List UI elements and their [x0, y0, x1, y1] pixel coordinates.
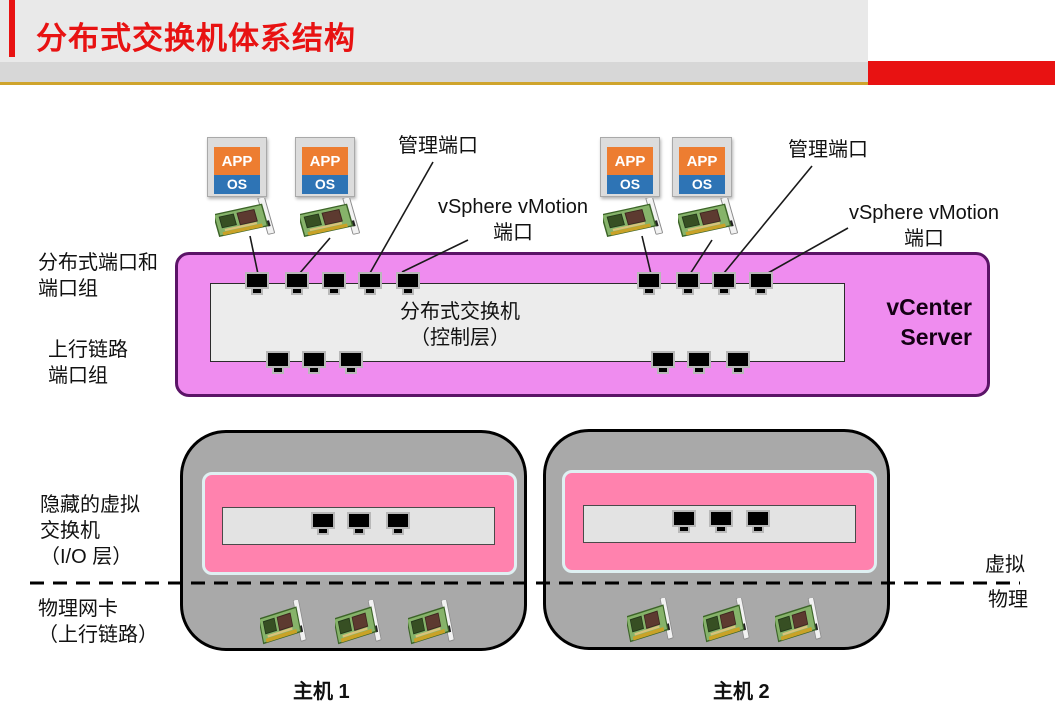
vm-app-label: APP	[302, 147, 348, 175]
port-icon	[322, 272, 347, 296]
nic-icon	[678, 198, 739, 242]
vm-app-label: APP	[679, 147, 725, 175]
vm-os-label: OS	[679, 175, 725, 194]
uplink-port-icon	[726, 351, 751, 375]
control-plane-box	[210, 283, 845, 362]
port-icon	[285, 272, 310, 296]
gold-divider	[0, 82, 868, 85]
uplink-port-icon	[687, 351, 712, 375]
control-plane-label: 分布式交换机 （控制层）	[400, 301, 520, 349]
red-accent-block	[868, 61, 1055, 85]
vm-icon: APP OS	[672, 137, 732, 197]
host-port-icon	[311, 512, 336, 536]
vm-os-label: OS	[302, 175, 348, 194]
host-port-icon	[746, 510, 771, 534]
port-icon	[637, 272, 662, 296]
mgmt-port-label-right: 管理端口	[788, 139, 868, 161]
port-icon	[712, 272, 737, 296]
port-icon	[749, 272, 774, 296]
uplink-port-icon	[651, 351, 676, 375]
nic-icon	[603, 198, 664, 242]
header-band	[0, 0, 868, 62]
port-icon	[358, 272, 383, 296]
nic-icon	[215, 198, 276, 242]
vm-app-label: APP	[214, 147, 260, 175]
vm-os-label: OS	[607, 175, 653, 194]
label-physical: 物理	[988, 589, 1028, 611]
uplink-port-icon	[266, 351, 291, 375]
host-port-icon	[386, 512, 411, 536]
page-title: 分布式交换机体系结构	[36, 21, 356, 56]
host-port-icon	[347, 512, 372, 536]
vm-os-label: OS	[214, 175, 260, 194]
nic-icon	[300, 198, 361, 242]
physical-nic-icon	[260, 600, 307, 650]
label-hidden-vswitch: 隐藏的虚拟 交换机 （I/O 层）	[40, 494, 140, 568]
vcenter-server-label: vCenter Server	[886, 294, 972, 350]
port-icon	[676, 272, 701, 296]
uplink-port-icon	[302, 351, 327, 375]
physical-nic-icon	[703, 598, 750, 648]
host-2-name: 主机 2	[713, 681, 770, 703]
port-icon	[245, 272, 270, 296]
port-icon	[396, 272, 421, 296]
host-port-icon	[672, 510, 697, 534]
vmotion-port-label-right: vSphere vMotion 端口	[848, 202, 1000, 250]
vm-icon: APP OS	[600, 137, 660, 197]
vm-icon: APP OS	[207, 137, 267, 197]
physical-nic-icon	[775, 598, 822, 648]
host-port-icon	[709, 510, 734, 534]
host-1-name: 主机 1	[293, 681, 350, 703]
physical-nic-icon	[627, 598, 674, 648]
label-virtual: 虚拟	[985, 554, 1025, 576]
vm-app-label: APP	[607, 147, 653, 175]
vmotion-port-label-left: vSphere vMotion 端口	[437, 196, 589, 244]
mgmt-port-label-left: 管理端口	[398, 135, 478, 157]
vm-icon: APP OS	[295, 137, 355, 197]
uplink-port-icon	[339, 351, 364, 375]
label-distributed-ports: 分布式端口和 端口组	[38, 252, 158, 300]
label-uplink-group: 上行链路 端口组	[48, 339, 128, 387]
physical-nic-icon	[408, 600, 455, 650]
physical-nic-icon	[335, 600, 382, 650]
header-sub-band	[0, 62, 868, 82]
red-accent-bar	[9, 0, 15, 57]
label-physical-nics: 物理网卡 （上行链路）	[38, 598, 158, 646]
